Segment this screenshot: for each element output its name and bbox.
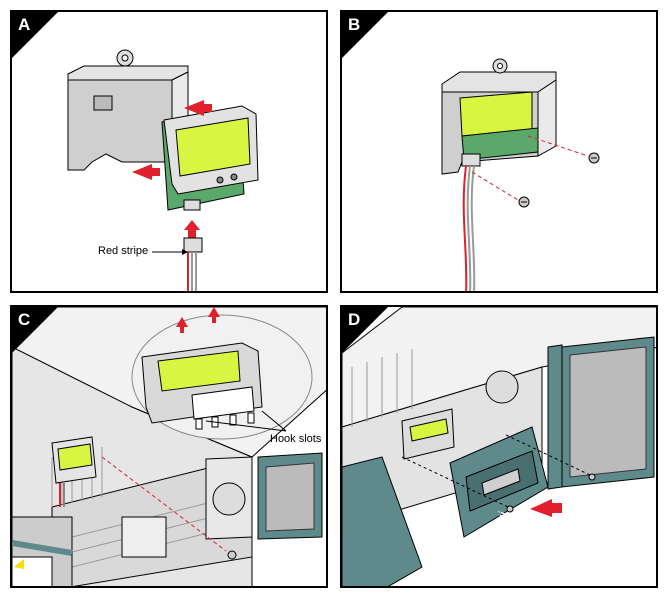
hook-slots-leaders xyxy=(205,410,287,432)
red-stripe-label: Red stripe xyxy=(98,245,149,257)
screw-icon xyxy=(588,473,596,481)
lcd-board xyxy=(161,105,259,211)
brand-logo: sgi xyxy=(491,509,511,530)
screw-icon xyxy=(518,196,530,208)
board-connector xyxy=(183,199,201,211)
insertion-arrows xyxy=(132,100,212,238)
panel-label-tab xyxy=(342,307,388,353)
panel-b: B xyxy=(340,10,658,293)
panel-letter: A xyxy=(18,15,31,34)
magnified-inset xyxy=(131,314,313,440)
panel-b-illustration xyxy=(441,58,600,291)
hook-slots-label: Hook slots xyxy=(270,433,322,445)
red-arrow xyxy=(184,100,212,116)
lcd-screen xyxy=(409,418,449,442)
red-arrow xyxy=(184,220,200,238)
lcd-module xyxy=(51,436,97,507)
red-arrow xyxy=(176,317,188,333)
panel-c-illustration xyxy=(12,307,326,586)
screw-path xyxy=(401,434,591,508)
panel-c: C Hook slots xyxy=(10,305,328,588)
screw-icon xyxy=(506,505,514,513)
panel-d-illustration: sgi xyxy=(342,307,656,586)
red-arrow xyxy=(530,499,562,517)
panel-label-tab xyxy=(12,307,58,353)
panel-d: sgi D xyxy=(340,305,658,588)
panel-label-tab xyxy=(342,12,388,58)
red-arrow xyxy=(132,164,160,180)
panel-letter: C xyxy=(18,310,31,329)
panel-letter: D xyxy=(348,310,361,329)
side-door xyxy=(547,336,655,490)
panel-label-tab xyxy=(12,12,58,58)
screw-icon xyxy=(227,550,237,560)
side-door xyxy=(205,452,323,540)
panel-letter: B xyxy=(348,15,361,34)
insertion-arrows xyxy=(176,307,220,333)
lcd-bracket xyxy=(441,58,557,175)
cable xyxy=(461,153,481,291)
panel-a-illustration xyxy=(67,49,259,291)
red-arrow xyxy=(208,307,220,323)
panel-a: A Red stripe xyxy=(10,10,328,293)
cable xyxy=(183,237,203,291)
screw-icon xyxy=(588,152,600,164)
screw-path xyxy=(471,135,589,201)
